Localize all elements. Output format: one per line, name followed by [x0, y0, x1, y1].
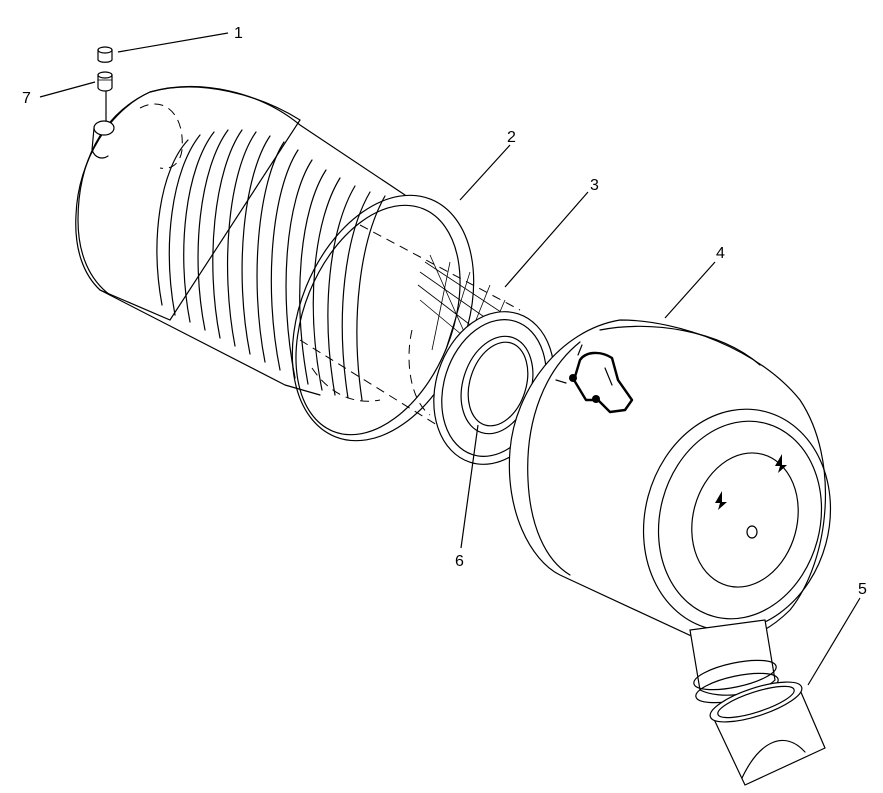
leader-lines [39, 32, 861, 686]
callout-6: 6 [455, 553, 464, 570]
callout-labels: 1 2 3 4 5 6 7 [22, 25, 867, 598]
air-cleaner-housing [75, 86, 406, 401]
fitting-1 [97, 46, 113, 63]
arrow-up-icon [715, 491, 727, 510]
callout-7: 7 [22, 90, 31, 107]
callout-1: 1 [234, 25, 243, 42]
callout-2: 2 [507, 129, 516, 146]
fitting-7 [97, 71, 113, 92]
cover-4 [508, 319, 832, 704]
arrow-up-icon [775, 454, 787, 473]
latch-clip [555, 344, 634, 414]
callout-5: 5 [858, 581, 867, 598]
callout-3: 3 [590, 177, 599, 194]
outlet-elbow-5 [709, 681, 826, 786]
callout-4: 4 [716, 245, 725, 262]
